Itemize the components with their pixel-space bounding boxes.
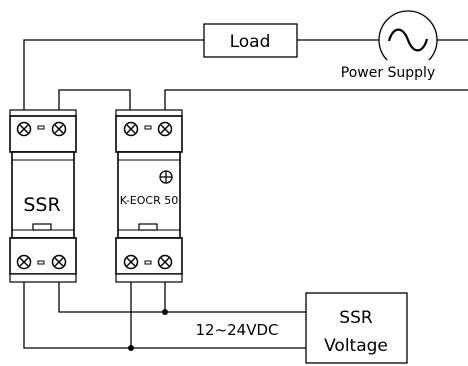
screw-terminal-icon xyxy=(123,254,139,270)
load-box: Load xyxy=(203,23,298,58)
screw-terminal-icon xyxy=(51,121,67,137)
junction-dot xyxy=(128,345,134,351)
sine-wave-icon xyxy=(387,28,429,52)
load-label: Load xyxy=(230,32,271,52)
eocr-label: K-EOCR 50 xyxy=(120,194,178,207)
adjust-dial-icon xyxy=(159,170,173,184)
screw-terminal-icon xyxy=(16,254,32,270)
voltage-range-label: 12~24VDC xyxy=(195,321,278,339)
wires xyxy=(23,39,468,349)
ssr-voltage-label-line2: Voltage xyxy=(324,336,388,356)
ssr-voltage-label-line1: SSR xyxy=(339,308,373,328)
junction-dot xyxy=(162,309,168,315)
screw-terminal-icon xyxy=(157,254,173,270)
ssr-voltage-box: SSR Voltage xyxy=(305,292,408,364)
ssr-label: SSR xyxy=(23,194,60,216)
eocr-module: K-EOCR 50 xyxy=(115,109,183,283)
screw-terminal-icon xyxy=(123,121,139,137)
power-supply: Power Supply xyxy=(332,10,444,81)
ssr-module: SSR xyxy=(9,109,77,283)
wire-ssr-to-voltage-plus xyxy=(58,272,306,313)
screw-terminal-icon xyxy=(16,121,32,137)
wire-ssr-to-voltage-minus xyxy=(23,272,306,349)
wire-eocr-to-line xyxy=(164,89,468,116)
eocr-indicator xyxy=(138,223,158,231)
wire-ssr-to-load xyxy=(23,39,204,116)
power-supply-label: Power Supply xyxy=(341,65,436,81)
wire-ssr-to-eocr xyxy=(58,89,131,116)
terminal-screws xyxy=(16,121,173,270)
ssr-indicator xyxy=(32,223,52,231)
screw-terminal-icon xyxy=(51,254,67,270)
screw-terminal-icon xyxy=(157,121,173,137)
